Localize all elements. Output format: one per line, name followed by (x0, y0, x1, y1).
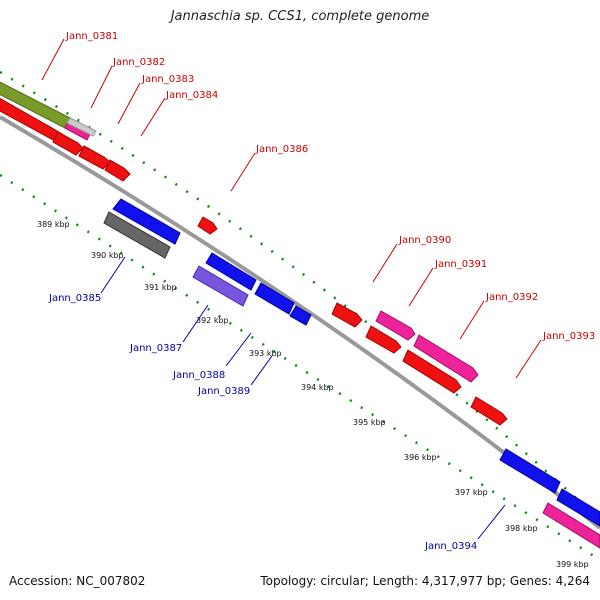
gene-label-jann-0387[interactable]: Jann_0387 (129, 343, 182, 354)
tick-label-395: 395 kbp (353, 418, 386, 427)
gene-jann-0388-arrow[interactable] (205, 252, 257, 291)
topology-text: Topology: circular; Length: 4,317,977 bp… (260, 574, 590, 588)
gene-label-jann-0386[interactable]: Jann_0386 (255, 144, 308, 155)
tick-label-393: 393 kbp (249, 349, 282, 358)
gene-label-jann-0393[interactable]: Jann_0393 (542, 331, 595, 342)
tick-label-391: 391 kbp (144, 283, 177, 292)
gene-label-jann-0383[interactable]: Jann_0383 (141, 74, 194, 85)
gene-red-h[interactable] (470, 396, 508, 426)
gene-red-c[interactable] (78, 145, 111, 170)
inner-scale-ring (0, 173, 600, 562)
bottom-leader-lines (100, 256, 506, 540)
gene-label-jann-0388[interactable]: Jann_0388 (172, 370, 225, 381)
gene-jann-0389-arrow[interactable] (254, 282, 295, 315)
tick-label-396: 396 kbp (404, 453, 437, 462)
gene-label-jann-0392[interactable]: Jann_0392 (485, 292, 538, 303)
gene-red-g[interactable] (402, 349, 462, 394)
gene-label-jann-0389[interactable]: Jann_0389 (197, 386, 250, 397)
gene-red-e[interactable] (331, 302, 363, 328)
gene-jann-0385-arrow[interactable] (103, 211, 171, 259)
tick-label-398: 398 kbp (505, 524, 538, 533)
gene-magenta-end[interactable] (542, 502, 600, 549)
gene-blue-a[interactable] (112, 198, 181, 245)
accession-text: Accession: NC_007802 (9, 574, 146, 588)
gene-jann-0394-arrow[interactable] (499, 448, 561, 494)
tick-label-397: 397 kbp (455, 488, 488, 497)
tick-label-399: 399 kbp (556, 560, 589, 569)
gene-label-jann-0385[interactable]: Jann_0385 (48, 293, 101, 304)
gene-label-jann-0381[interactable]: Jann_0381 (65, 31, 118, 42)
top-leader-lines (41, 38, 542, 379)
gene-jann-0392-arrow[interactable] (413, 334, 479, 383)
gene-red-b[interactable] (52, 131, 84, 156)
gene-red-d[interactable] (104, 159, 131, 182)
tick-label-394: 394 kbp (301, 383, 334, 392)
gene-blue-b[interactable] (289, 305, 312, 326)
gene-light-gray[interactable] (66, 117, 97, 137)
gene-jann-0386-arrow[interactable] (197, 216, 218, 235)
tick-label-390: 390 kbp (91, 251, 124, 260)
gene-jann-0390-arrow[interactable] (375, 310, 416, 341)
tick-label-389: 389 kbp (37, 220, 70, 229)
gene-red-f[interactable] (365, 325, 402, 354)
gene-jann-0387-arrow[interactable] (192, 265, 249, 307)
map-title: Jannaschia sp. CCS1, complete genome (170, 9, 430, 24)
gene-label-jann-0382[interactable]: Jann_0382 (112, 57, 165, 68)
gene-label-jann-0384[interactable]: Jann_0384 (165, 90, 218, 101)
gene-label-jann-0394[interactable]: Jann_0394 (424, 541, 477, 552)
tick-label-392: 392 kbp (196, 316, 229, 325)
gene-blue-c[interactable] (556, 488, 600, 527)
gene-label-jann-0390[interactable]: Jann_0390 (398, 235, 451, 246)
gene-label-jann-0391[interactable]: Jann_0391 (434, 259, 487, 270)
